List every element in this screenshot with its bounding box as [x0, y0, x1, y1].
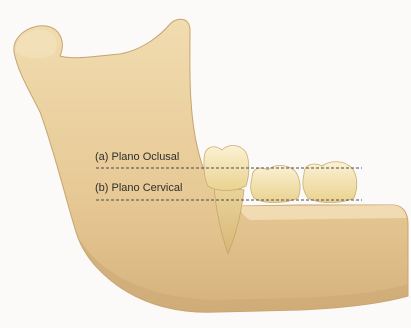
- alveolar-ridge: [240, 205, 406, 220]
- label-occlusal-plane: (a) Plano Oclusal: [95, 152, 179, 163]
- label-cervical-plane: (b) Plano Cervical: [95, 183, 182, 194]
- tooth-crown-2: [251, 166, 300, 203]
